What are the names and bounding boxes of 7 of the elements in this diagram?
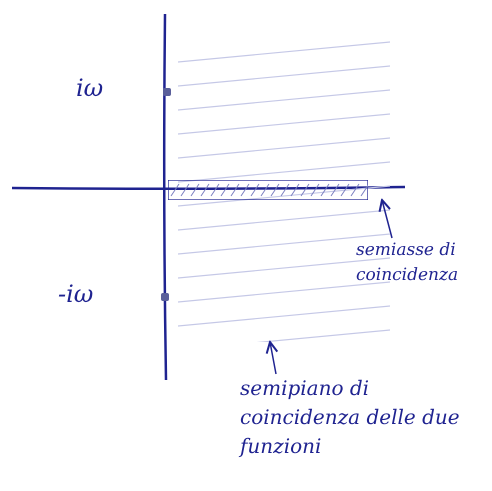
annotation-text: semipiano di coincidenza delle due funzioni [240,375,461,460]
shaded-half-axis [168,180,368,200]
axis-label: iω [76,74,104,102]
annotation-text: semiasse di coincidenza [356,239,460,287]
leader-arrow [266,341,278,374]
axis-label: -iω [58,280,94,308]
leader-arrow [378,199,393,238]
